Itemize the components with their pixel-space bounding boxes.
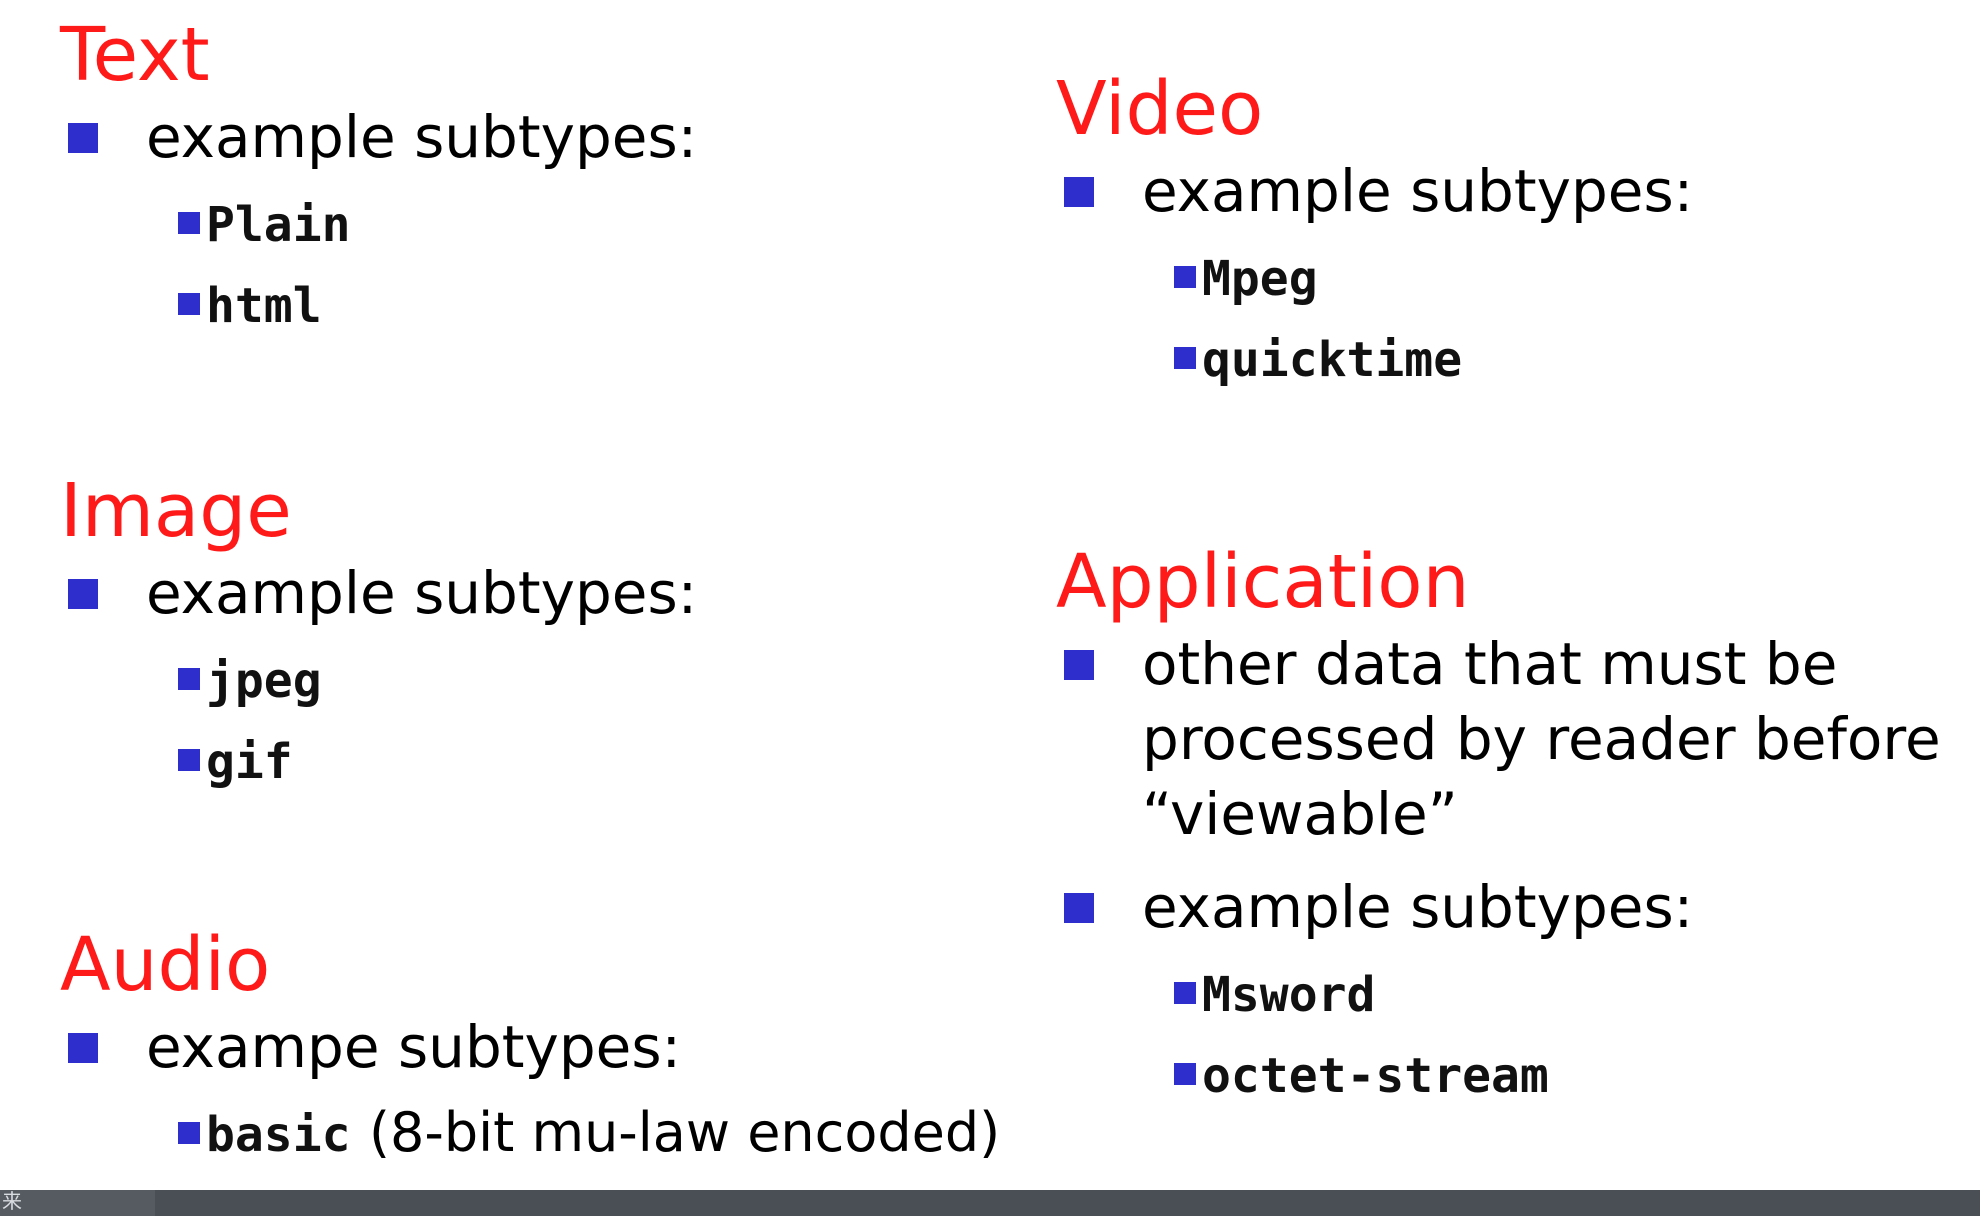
text-subtype-html: html [206,278,322,334]
audio-heading: Audio [60,922,271,1008]
small-square-bullet-icon [178,668,200,690]
square-bullet-icon [1064,177,1094,207]
text-subtypes-bullet: example subtypes: [60,100,697,175]
image-subtype-jpeg: jpeg [206,653,322,709]
audio-subtypes-bullet: exampe subtypes: [60,1010,1000,1085]
application-description: other data that must be processed by rea… [1142,630,1941,848]
video-subtypes-label: example subtypes: [1142,157,1694,225]
small-square-bullet-icon [178,212,200,234]
application-subtype-octet-stream: octet-stream [1202,1048,1549,1104]
application-subtypes-bullet: example subtypes: [1056,870,1961,945]
image-subtype-item: gif [60,718,697,799]
audio-subtype-basic: basic [206,1107,351,1163]
square-bullet-icon [1064,893,1094,923]
video-subtypes-list: Mpeg quicktime [1056,235,1693,397]
application-section: Application other data that must be proc… [1056,537,1961,1113]
application-subtype-item: octet-stream [1056,1032,1961,1113]
footer-glyph: 来 [2,1189,22,1213]
audio-subtype-item: basic (8-bit mu-law encoded) [60,1091,1000,1172]
small-square-bullet-icon [178,1122,200,1144]
small-square-bullet-icon [178,749,200,771]
image-section: Image example subtypes: jpeg gif [60,466,697,799]
image-subtype-item: jpeg [60,637,697,718]
text-section: Text example subtypes: Plain html [60,10,697,343]
image-subtype-gif: gif [206,734,293,790]
text-heading: Text [60,12,210,98]
image-subtypes-bullet: example subtypes: [60,556,697,631]
toolbar-segment [0,1190,155,1216]
image-heading: Image [60,468,292,554]
application-subtype-item: Msword [1056,951,1961,1032]
video-subtypes-bullet: example subtypes: [1056,154,1693,229]
text-subtypes-label: example subtypes: [146,103,698,171]
video-subtype-item: quicktime [1056,316,1693,397]
video-section: Video example subtypes: Mpeg quicktime [1056,64,1693,397]
video-subtype-quicktime: quicktime [1202,332,1463,388]
video-subtype-mpeg: Mpeg [1202,251,1318,307]
audio-subtype-note: (8-bit mu-law encoded) [368,1101,1001,1164]
application-description-bullet: other data that must be processed by rea… [1056,627,1961,852]
square-bullet-icon [1064,650,1094,680]
square-bullet-icon [68,579,98,609]
small-square-bullet-icon [178,293,200,315]
small-square-bullet-icon [1174,347,1196,369]
text-subtype-item: html [60,262,697,343]
audio-subtypes-list: basic (8-bit mu-law encoded) [60,1091,1000,1172]
application-heading: Application [1056,539,1470,625]
small-square-bullet-icon [1174,1063,1196,1085]
application-subtypes-list: Msword octet-stream [1056,951,1961,1113]
video-subtype-item: Mpeg [1056,235,1693,316]
image-subtypes-label: example subtypes: [146,559,698,627]
application-subtypes-label: example subtypes: [1142,873,1694,941]
text-subtypes-list: Plain html [60,181,697,343]
application-subtype-msword: Msword [1202,967,1376,1023]
square-bullet-icon [68,123,98,153]
image-subtypes-list: jpeg gif [60,637,697,799]
text-subtype-item: Plain [60,181,697,262]
small-square-bullet-icon [1174,982,1196,1004]
bottom-toolbar-strip: 来 [0,1190,1980,1216]
audio-subtypes-label: exampe subtypes: [146,1013,682,1081]
audio-section: Audio exampe subtypes: basic (8-bit mu-l… [60,920,1000,1172]
square-bullet-icon [68,1033,98,1063]
video-heading: Video [1056,66,1264,152]
small-square-bullet-icon [1174,266,1196,288]
text-subtype-plain: Plain [206,197,351,253]
